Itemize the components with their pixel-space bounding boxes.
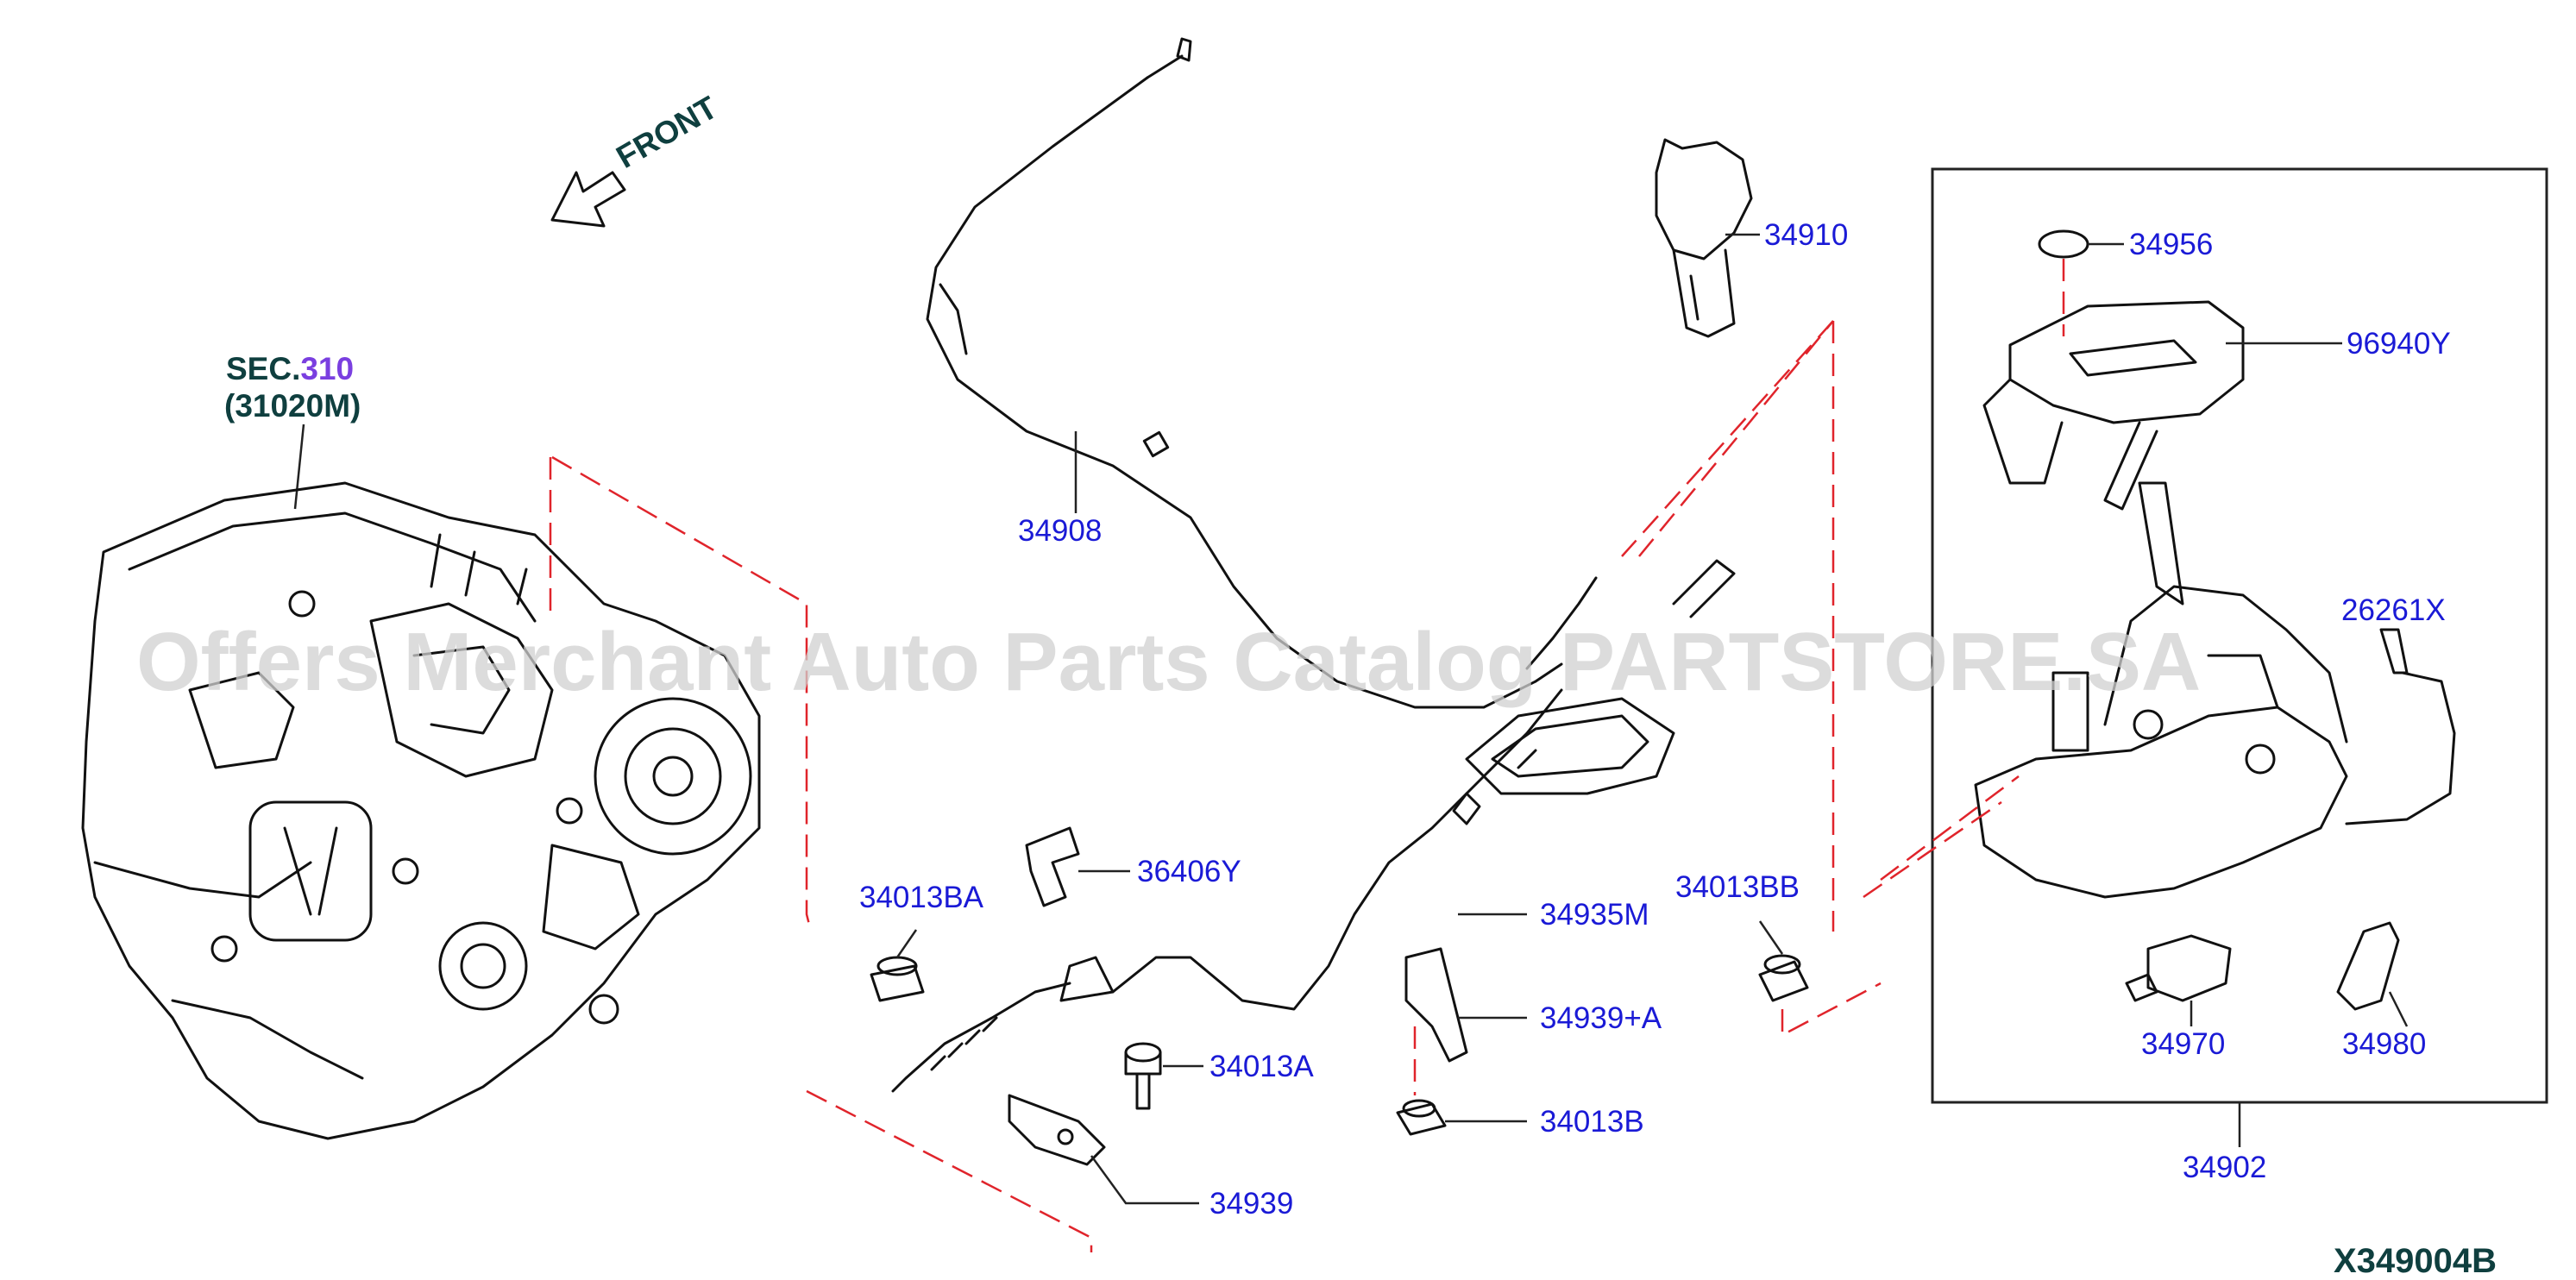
section-number[interactable]: 310 bbox=[300, 351, 354, 386]
selector-lever-assembly[interactable] bbox=[1974, 481, 2348, 899]
cover-34980[interactable] bbox=[2336, 921, 2400, 1011]
part-label-26261X[interactable]: 26261X bbox=[2341, 593, 2446, 627]
part-label-34935M[interactable]: 34935M bbox=[1540, 898, 1649, 932]
bolt-34013A[interactable] bbox=[1124, 1042, 1162, 1110]
guide-line-nut-bb bbox=[1781, 982, 1882, 1038]
part-label-34013B[interactable]: 34013B bbox=[1540, 1105, 1644, 1139]
transmission-assembly bbox=[81, 481, 761, 1140]
illumination-bulb-harness[interactable] bbox=[2345, 628, 2456, 825]
guide-line-transmission bbox=[551, 455, 813, 932]
leader-section bbox=[293, 424, 305, 510]
guide-line-lever bbox=[1863, 775, 2020, 899]
part-label-34980[interactable]: 34980 bbox=[2342, 1027, 2426, 1061]
emblem-cap[interactable] bbox=[2038, 229, 2089, 259]
part-label-34939A[interactable]: 34939+A bbox=[1540, 1001, 1662, 1035]
front-label: FRONT bbox=[611, 90, 724, 175]
guide-line-cable bbox=[1638, 320, 1834, 557]
section-prefix: SEC. bbox=[226, 351, 300, 386]
clip-36406Y[interactable] bbox=[1025, 826, 1080, 907]
part-label-96940Y[interactable]: 96940Y bbox=[2347, 327, 2451, 361]
leader-34939 bbox=[1090, 1155, 1199, 1205]
bracket-34939[interactable] bbox=[1008, 1094, 1106, 1166]
switch-34970[interactable] bbox=[2125, 934, 2232, 1002]
leader-34013BB bbox=[1758, 920, 1784, 955]
part-label-34970[interactable]: 34970 bbox=[2141, 1027, 2225, 1061]
part-label-34902[interactable]: 34902 bbox=[2183, 1151, 2266, 1184]
part-label-34910[interactable]: 34910 bbox=[1764, 218, 1848, 252]
part-label-34013A[interactable]: 34013A bbox=[1209, 1050, 1314, 1083]
leader-34980 bbox=[2388, 991, 2409, 1027]
part-label-34939[interactable]: 34939 bbox=[1209, 1187, 1293, 1220]
part-label-36406Y[interactable]: 36406Y bbox=[1137, 855, 1241, 888]
shift-lock-cable[interactable] bbox=[926, 37, 1598, 709]
nut-34013B[interactable] bbox=[1396, 1099, 1447, 1136]
watermark-text: Offers Merchant Auto Parts Catalog PARTS… bbox=[136, 616, 2201, 708]
nut-34013BB[interactable] bbox=[1758, 954, 1809, 1002]
front-arrow-icon bbox=[550, 171, 626, 228]
guide-line-bottom bbox=[806, 1089, 1093, 1252]
control-cable[interactable] bbox=[891, 559, 1736, 1093]
part-label-34013BB[interactable]: 34013BB bbox=[1675, 870, 1800, 904]
nut-34013BA[interactable] bbox=[870, 956, 925, 1002]
part-label-34013BA[interactable]: 34013BA bbox=[859, 881, 984, 914]
cable-grommet[interactable] bbox=[1465, 697, 1675, 795]
bracket-34939A[interactable] bbox=[1404, 947, 1468, 1063]
part-label-34908[interactable]: 34908 bbox=[1018, 514, 1102, 548]
part-label-34956[interactable]: 34956 bbox=[2129, 228, 2213, 261]
section-part-number: (31020M) bbox=[224, 388, 361, 424]
shift-knob[interactable] bbox=[1655, 138, 1753, 338]
leader-34013BA bbox=[895, 929, 918, 958]
guide-line-knob bbox=[1621, 320, 1835, 932]
diagram-code: X349004B bbox=[2334, 1242, 2497, 1280]
indicator-finisher[interactable] bbox=[1982, 300, 2245, 511]
section-reference: SEC.310 bbox=[226, 351, 354, 386]
